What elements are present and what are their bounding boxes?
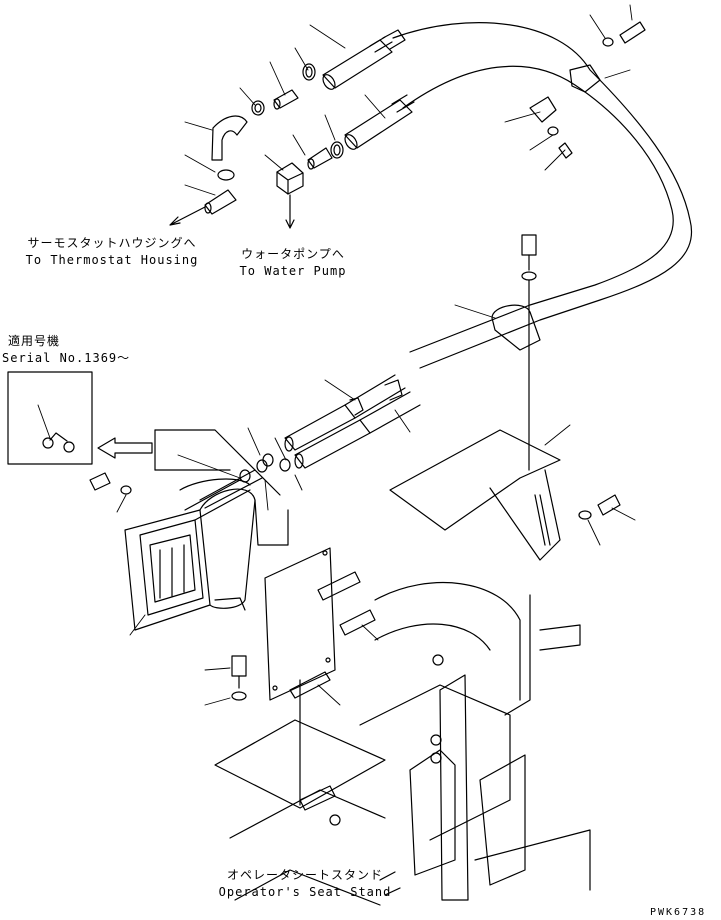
open-arrow bbox=[97, 437, 153, 459]
lower-fittings bbox=[276, 141, 344, 195]
bracket-frame bbox=[154, 429, 289, 546]
water-pump-label-jp: ウォータポンプへ bbox=[241, 247, 345, 261]
upper-hose bbox=[322, 29, 406, 90]
top-right-clamp bbox=[529, 21, 646, 159]
seat-stand bbox=[214, 582, 591, 906]
drawing-code: PWK6738 bbox=[650, 907, 707, 918]
serial-inset-box bbox=[7, 371, 93, 465]
seat-stand-label-en: Operator's Seat Stand bbox=[218, 885, 392, 899]
water-pump-label-en: To Water Pump bbox=[239, 264, 347, 278]
double-hose bbox=[284, 374, 421, 469]
arrow-water-pump bbox=[285, 194, 295, 229]
thermostat-label-en: To Thermostat Housing bbox=[25, 253, 199, 267]
left-bolts bbox=[89, 472, 376, 701]
heater-hose-loop bbox=[392, 22, 693, 369]
floor-plate bbox=[389, 429, 621, 561]
thermostat-label-jp: サーモスタットハウジングへ bbox=[27, 236, 197, 250]
seat-stand-label-jp: オペレータシートスタンド bbox=[226, 868, 384, 882]
mounting-plate bbox=[264, 547, 361, 806]
heater-unit bbox=[124, 478, 256, 631]
serial-label-jp: 適用号機 bbox=[8, 334, 61, 348]
mid-clamp bbox=[491, 234, 541, 471]
upper-fittings bbox=[204, 63, 316, 215]
leader-lines bbox=[37, 4, 636, 706]
serial-label-en: Serial No.1369～ bbox=[2, 351, 131, 365]
arrow-thermostat bbox=[169, 206, 206, 226]
lower-hose bbox=[344, 94, 415, 150]
heater-pipes bbox=[184, 453, 291, 521]
